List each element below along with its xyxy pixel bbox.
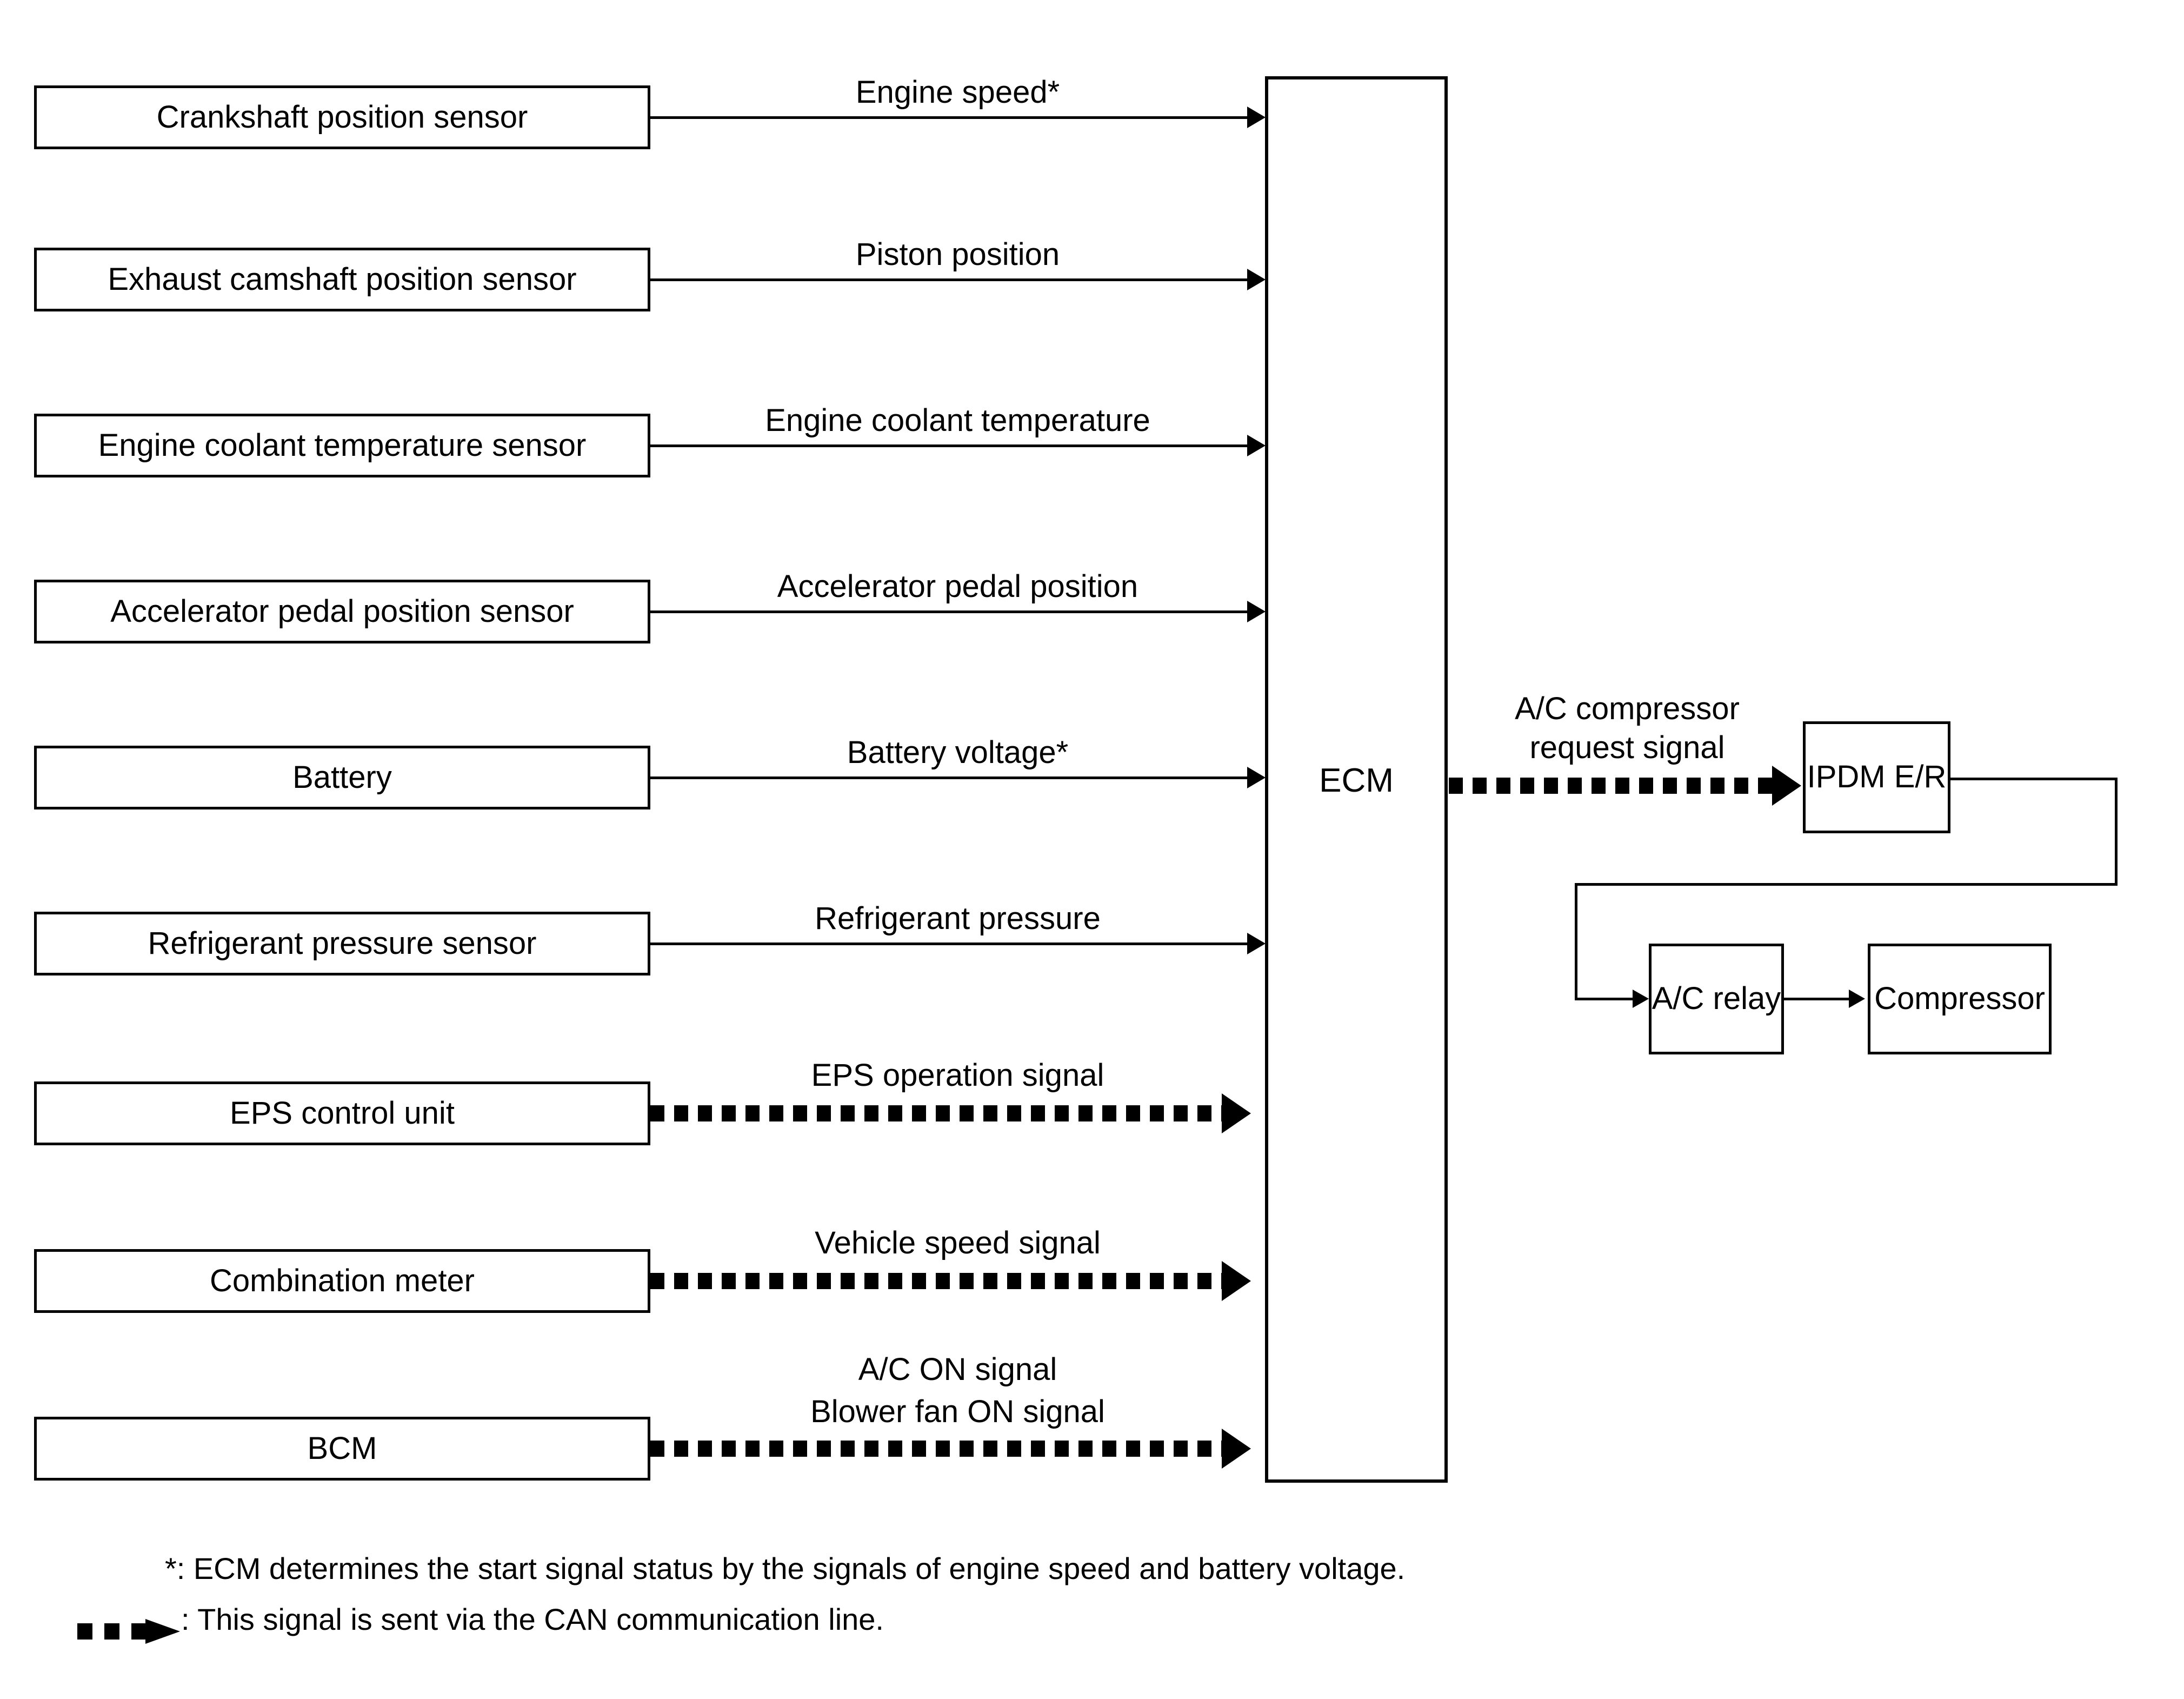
- arrowhead-icon: [1247, 767, 1266, 788]
- source-box-battery[interactable]: Battery: [34, 746, 650, 809]
- can-arrowhead-icon: [1222, 1093, 1251, 1133]
- arrowhead-icon: [1247, 601, 1266, 622]
- feedback-line-to-relay: [1575, 998, 1635, 1000]
- signal-label-piston-position: Piston position: [855, 237, 1060, 272]
- can-signal-line-eps-operation: [650, 1105, 1223, 1121]
- can-signal-line-ac-compressor-request: [1449, 778, 1773, 794]
- arrowhead-icon: [1633, 990, 1649, 1008]
- source-box-engine-coolant-temperature-sensor[interactable]: Engine coolant temperature sensor: [34, 414, 650, 477]
- signal-label-ac-compressor-request-line1: A/C compressor: [1515, 691, 1740, 726]
- signal-label-engine-coolant-temperature: Engine coolant temperature: [765, 403, 1150, 438]
- source-label: Exhaust camshaft position sensor: [108, 261, 577, 297]
- feedback-line-down-right: [2115, 778, 2118, 886]
- signal-line-engine-speed: [650, 116, 1247, 119]
- legend-note-can: : This signal is sent via the CAN commun…: [181, 1602, 884, 1636]
- signal-label-vehicle-speed-signal: Vehicle speed signal: [815, 1225, 1101, 1260]
- signal-label-ac-compressor-request-line2: request signal: [1529, 730, 1725, 765]
- source-box-combination-meter[interactable]: Combination meter: [34, 1249, 650, 1313]
- signal-label-blower-fan-on-signal: Blower fan ON signal: [810, 1394, 1105, 1429]
- ac-relay-box[interactable]: A/C relay: [1649, 944, 1784, 1054]
- signal-label-engine-speed: Engine speed*: [855, 75, 1060, 110]
- ipdm-er-box[interactable]: IPDM E/R: [1803, 721, 1950, 833]
- arrowhead-icon: [1247, 107, 1266, 128]
- can-signal-line-vehicle-speed: [650, 1273, 1223, 1289]
- can-arrowhead-icon: [1772, 766, 1801, 806]
- signal-label-ac-on-signal: A/C ON signal: [858, 1352, 1057, 1387]
- source-box-crankshaft-position-sensor[interactable]: Crankshaft position sensor: [34, 85, 650, 149]
- can-dashed-arrow-icon: [77, 1619, 180, 1644]
- can-arrowhead-icon: [1222, 1429, 1251, 1469]
- source-label: Battery: [292, 759, 392, 795]
- relay-to-compressor-line: [1784, 998, 1852, 1000]
- source-box-eps-control-unit[interactable]: EPS control unit: [34, 1081, 650, 1145]
- compressor-label: Compressor: [1874, 981, 2045, 1017]
- source-label: Crankshaft position sensor: [156, 99, 528, 135]
- source-label: Engine coolant temperature sensor: [98, 427, 587, 463]
- feedback-line-ipdm-right: [1949, 778, 2118, 780]
- source-label: Refrigerant pressure sensor: [148, 925, 537, 961]
- feedback-line-across: [1575, 883, 2118, 886]
- signal-line-battery-voltage: [650, 777, 1247, 779]
- signal-line-piston-position: [650, 278, 1247, 281]
- source-box-exhaust-camshaft-position-sensor[interactable]: Exhaust camshaft position sensor: [34, 248, 650, 311]
- ecm-label: ECM: [1319, 762, 1394, 799]
- signal-label-battery-voltage: Battery voltage*: [847, 735, 1069, 770]
- source-label: Accelerator pedal position sensor: [110, 593, 574, 629]
- arrowhead-icon: [1849, 990, 1865, 1008]
- compressor-box[interactable]: Compressor: [1868, 944, 2052, 1054]
- ipdm-er-label: IPDM E/R: [1807, 759, 1947, 795]
- can-signal-line-bcm: [650, 1441, 1223, 1457]
- source-label: BCM: [307, 1430, 377, 1466]
- source-box-bcm[interactable]: BCM: [34, 1417, 650, 1481]
- feedback-line-down-left: [1575, 883, 1577, 999]
- signal-line-engine-coolant-temperature: [650, 444, 1247, 447]
- source-label: EPS control unit: [230, 1095, 455, 1131]
- source-box-accelerator-pedal-position-sensor[interactable]: Accelerator pedal position sensor: [34, 580, 650, 643]
- can-arrowhead-icon: [1222, 1261, 1251, 1301]
- signal-label-eps-operation-signal: EPS operation signal: [811, 1058, 1104, 1093]
- can-icon-bar: [77, 1623, 149, 1640]
- ecm-box[interactable]: [1265, 76, 1448, 1483]
- signal-label-accelerator-pedal-position: Accelerator pedal position: [777, 569, 1138, 604]
- arrowhead-icon: [1247, 269, 1266, 290]
- signal-line-refrigerant-pressure: [650, 943, 1247, 945]
- arrowhead-icon: [1247, 435, 1266, 456]
- arrowhead-icon: [1247, 933, 1266, 954]
- legend-note-asterisk: *: ECM determines the start signal statu…: [165, 1551, 1406, 1585]
- source-label: Combination meter: [210, 1263, 475, 1298]
- source-box-refrigerant-pressure-sensor[interactable]: Refrigerant pressure sensor: [34, 912, 650, 975]
- signal-label-refrigerant-pressure: Refrigerant pressure: [815, 901, 1101, 936]
- can-icon-head: [145, 1619, 180, 1644]
- ac-relay-label: A/C relay: [1652, 981, 1781, 1017]
- signal-line-accelerator-pedal-position: [650, 610, 1247, 613]
